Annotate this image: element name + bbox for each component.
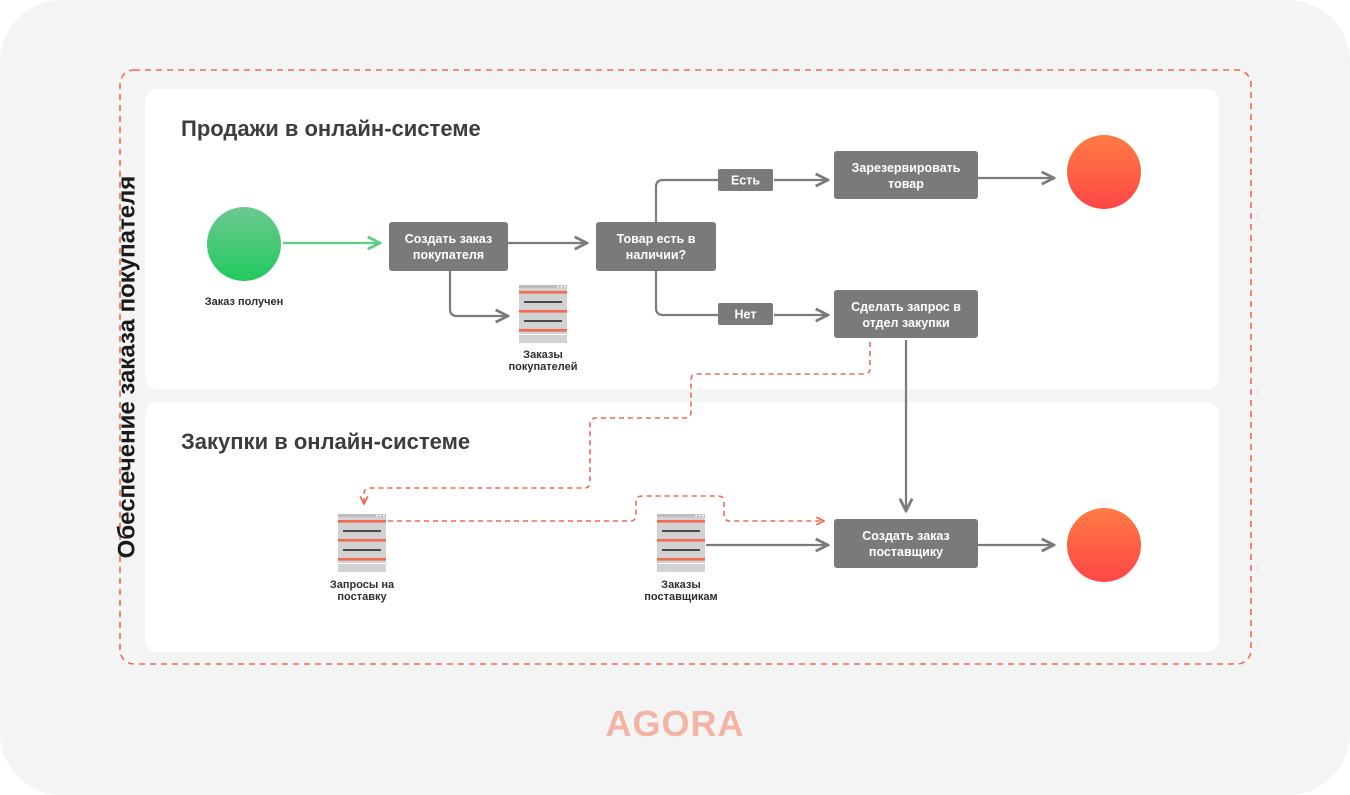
- end-event-reserved: [1067, 135, 1141, 209]
- lane-purchasing-title: Закупки в онлайн-системе: [181, 429, 470, 454]
- in-stock-line-2: наличии?: [626, 248, 686, 262]
- start-event-label: Заказ получен: [205, 296, 284, 308]
- dataflow-request-to-supply-requests: [364, 342, 871, 504]
- no-branch-label: Нет: [718, 303, 773, 325]
- in-stock-gateway: Товар есть в наличии?: [596, 222, 716, 271]
- customer-orders-label-line-1: Заказы: [523, 349, 563, 361]
- process-title: Обеспечение заказа покупателя: [113, 176, 140, 559]
- purchase-request-task: Сделать запрос в отдел закупки: [834, 290, 978, 338]
- end-event-supplier-order: [1067, 508, 1141, 582]
- connector-check-to-yes: [654, 178, 718, 222]
- purchase-request-line-2: отдел закупки: [862, 316, 949, 330]
- create-supplier-order-line-1: Создать заказ: [862, 529, 949, 543]
- agora-logo: AGORA: [606, 703, 745, 744]
- purchase-request-line-1: Сделать запрос в: [851, 300, 961, 314]
- supplier-orders-label-line-2: поставщикам: [644, 591, 717, 603]
- connector-create-order-to-db: [448, 271, 508, 316]
- in-stock-line-1: Товар есть в: [617, 232, 696, 246]
- reserve-goods-line-1: Зарезервировать: [852, 161, 961, 175]
- reserve-goods-task: Зарезервировать товар: [834, 151, 978, 199]
- customer-orders-label-line-2: покупателей: [509, 361, 578, 373]
- create-supplier-order-line-2: поставщику: [869, 545, 943, 559]
- yes-label: Есть: [731, 174, 760, 188]
- start-event: [207, 207, 281, 281]
- supplier-orders-database-icon: [657, 514, 705, 572]
- supplier-orders-label-line-1: Заказы: [661, 579, 701, 591]
- create-supplier-order-task: Создать заказ поставщику: [834, 519, 978, 568]
- create-customer-order-line-2: покупателя: [413, 248, 484, 262]
- connector-check-to-no: [654, 271, 718, 317]
- customer-orders-database-icon: [519, 285, 567, 343]
- supply-requests-database-icon: [338, 514, 386, 572]
- create-customer-order-line-1: Создать заказ: [405, 232, 492, 246]
- lane-sales-title: Продажи в онлайн-системе: [181, 116, 481, 141]
- supply-requests-label-line-2: поставку: [337, 591, 387, 603]
- reserve-goods-line-2: товар: [888, 177, 924, 191]
- yes-branch-label: Есть: [718, 169, 773, 191]
- create-customer-order-task: Создать заказ покупателя: [389, 222, 508, 271]
- supply-requests-label-line-1: Запросы на: [330, 579, 395, 591]
- no-label: Нет: [735, 308, 757, 322]
- process-frame: [119, 69, 1252, 665]
